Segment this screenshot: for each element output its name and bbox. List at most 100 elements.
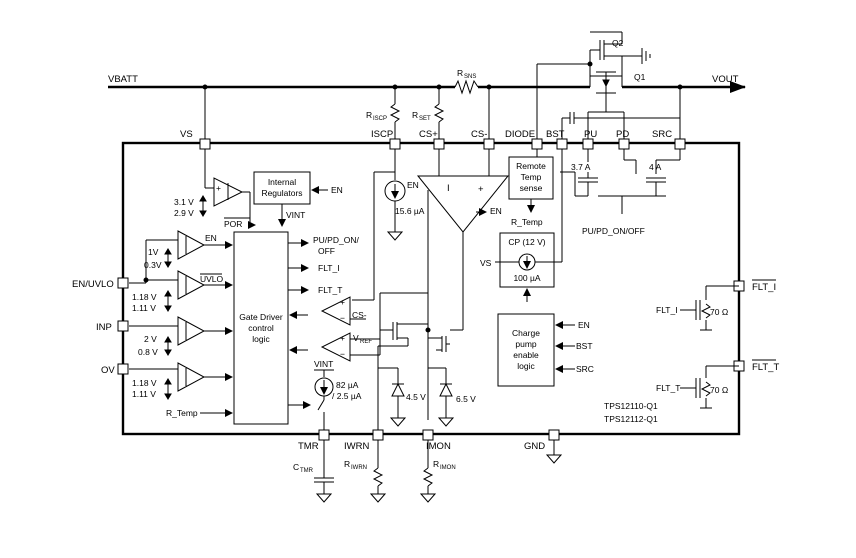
svg-text:PU: PU (584, 129, 597, 140)
svg-text:0.8 V: 0.8 V (138, 347, 158, 357)
bottom-pins: TMR C TMR IWRN R IWRN IMON R IMON GND (293, 429, 563, 503)
svg-text:EN: EN (578, 320, 590, 330)
pin-pu (582, 138, 594, 150)
svg-text:Temp: Temp (521, 172, 542, 182)
svg-text:V: V (353, 333, 359, 343)
svg-text:IWRN: IWRN (351, 465, 367, 471)
svg-text:SET: SET (419, 116, 431, 122)
svg-text:EN: EN (205, 233, 217, 243)
pin-ov (117, 363, 129, 375)
svg-text:FLT_I: FLT_I (752, 282, 776, 293)
svg-text:IWRN: IWRN (344, 441, 369, 452)
svg-text:INP: INP (96, 322, 112, 333)
svg-text:+: + (216, 183, 221, 193)
pin-tmr (318, 429, 330, 441)
svg-text:R_Temp: R_Temp (166, 408, 198, 418)
svg-text:PU/PD_ON/: PU/PD_ON/ (313, 235, 359, 245)
svg-text:logic: logic (252, 334, 270, 344)
svg-text:6.5 V: 6.5 V (456, 394, 476, 404)
part-number-1: TPS12110-Q1 (604, 401, 658, 411)
svg-text:Charge: Charge (512, 328, 540, 338)
svg-text:C: C (293, 462, 299, 472)
svg-text:FLT_T: FLT_T (318, 285, 342, 295)
svg-text:control: control (248, 323, 274, 333)
svg-text:70 Ω: 70 Ω (710, 307, 728, 317)
svg-text:100 µA: 100 µA (513, 273, 540, 283)
svg-text:EN/UVLO: EN/UVLO (72, 279, 114, 290)
current-sense-amp: I + EN (416, 149, 510, 420)
svg-text:R: R (412, 110, 418, 120)
charge-pump-block: CP (12 V) 100 µA VS (480, 149, 563, 302)
svg-text:EN: EN (407, 180, 419, 190)
pin-gnd (548, 429, 560, 441)
svg-text:CS-: CS- (471, 129, 487, 140)
svg-text:1.11 V: 1.11 V (132, 389, 156, 399)
svg-text:1.11 V: 1.11 V (132, 303, 156, 313)
svg-text:GND: GND (524, 441, 545, 452)
svg-text:/ 2.5 µA: / 2.5 µA (332, 391, 362, 401)
svg-text:ISCP: ISCP (371, 129, 393, 140)
svg-text:TMR: TMR (300, 468, 314, 474)
svg-text:Remote: Remote (516, 161, 546, 171)
left-pins: EN/UVLO INP OV (72, 277, 129, 376)
rsns-resistor: R SNS (454, 68, 479, 95)
q2-mosfet: Q2 (589, 31, 651, 76)
svg-text:FLT_I: FLT_I (656, 305, 678, 315)
pin-bst (556, 138, 568, 150)
remote-temp-block: Remote Temp sense R_Temp (508, 149, 554, 227)
gate-driver-block: Gate Driver control logic PU/PD_ON/ OFF … (166, 231, 359, 425)
svg-text:REF: REF (360, 339, 372, 345)
q2-label: Q2 (612, 38, 624, 48)
svg-text:POR: POR (224, 219, 242, 229)
svg-text:0.3V: 0.3V (144, 260, 162, 270)
rsns-sub: SNS (464, 74, 476, 80)
pin-cs-minus (483, 138, 495, 150)
svg-text:SRC: SRC (576, 364, 594, 374)
svg-text:2.9 V: 2.9 V (174, 208, 194, 218)
svg-text:SRC: SRC (652, 129, 672, 140)
svg-text:4 A: 4 A (649, 162, 662, 172)
svg-text:TMR: TMR (298, 441, 319, 452)
svg-text:−: − (340, 349, 345, 359)
svg-text:R: R (433, 459, 439, 469)
svg-text:logic: logic (517, 361, 535, 371)
input-comparators: EN 1V 0.3V UVLO 1.18 V 1.11 V 2 V 0.8 V … (129, 230, 233, 400)
internal-regulators-block: Internal Regulators EN VINT (253, 171, 343, 227)
svg-text:R: R (344, 459, 350, 469)
pin-vs (199, 138, 211, 150)
svg-text:pump: pump (515, 339, 537, 349)
svg-text:82 µA: 82 µA (336, 380, 359, 390)
svg-text:FLT_T: FLT_T (752, 362, 779, 373)
svg-text:VINT: VINT (286, 210, 305, 220)
zener-diodes: 4.5 V 6.5 V (378, 367, 476, 427)
svg-text:UVLO: UVLO (200, 274, 224, 284)
iscp-current-source: EN 15.6 µA (352, 149, 425, 301)
svg-text:BST: BST (546, 129, 565, 140)
por-comparator: + POR 3.1 V 2.9 V (174, 149, 256, 229)
svg-text:IMON: IMON (426, 441, 451, 452)
svg-text:1V: 1V (148, 247, 159, 257)
svg-text:4.5 V: 4.5 V (406, 392, 426, 402)
pu-pd-switches: 3.7 A 4 A PU/PD_ON/OFF (560, 149, 681, 236)
svg-text:VS: VS (480, 258, 492, 268)
charge-pump-enable-block: Charge pump enable logic EN BST SRC (497, 313, 594, 387)
tmr-current-source: VINT 82 µA / 2.5 µA (314, 359, 362, 430)
vout-label: VOUT (712, 74, 739, 85)
top-wiring: R ISCP R SET (202, 61, 683, 139)
svg-text:EN: EN (490, 206, 502, 216)
svg-text:R_Temp: R_Temp (511, 217, 543, 227)
vbatt-label: VBATT (108, 74, 138, 85)
svg-text:3.7 A: 3.7 A (571, 162, 591, 172)
rsns-label: R (457, 68, 463, 78)
svg-text:OFF: OFF (318, 246, 335, 256)
svg-text:CS+: CS+ (419, 129, 438, 140)
svg-text:+: + (340, 333, 345, 343)
svg-text:DIODE: DIODE (505, 129, 535, 140)
svg-text:enable: enable (513, 350, 539, 360)
svg-text:FLT_I: FLT_I (318, 263, 340, 273)
q1-label: Q1 (634, 72, 646, 82)
svg-text:EN: EN (331, 185, 343, 195)
top-pins: VS ISCP CS+ CS- DIODE BST PU PD SRC (180, 129, 686, 150)
svg-text:CS-: CS- (352, 310, 367, 320)
